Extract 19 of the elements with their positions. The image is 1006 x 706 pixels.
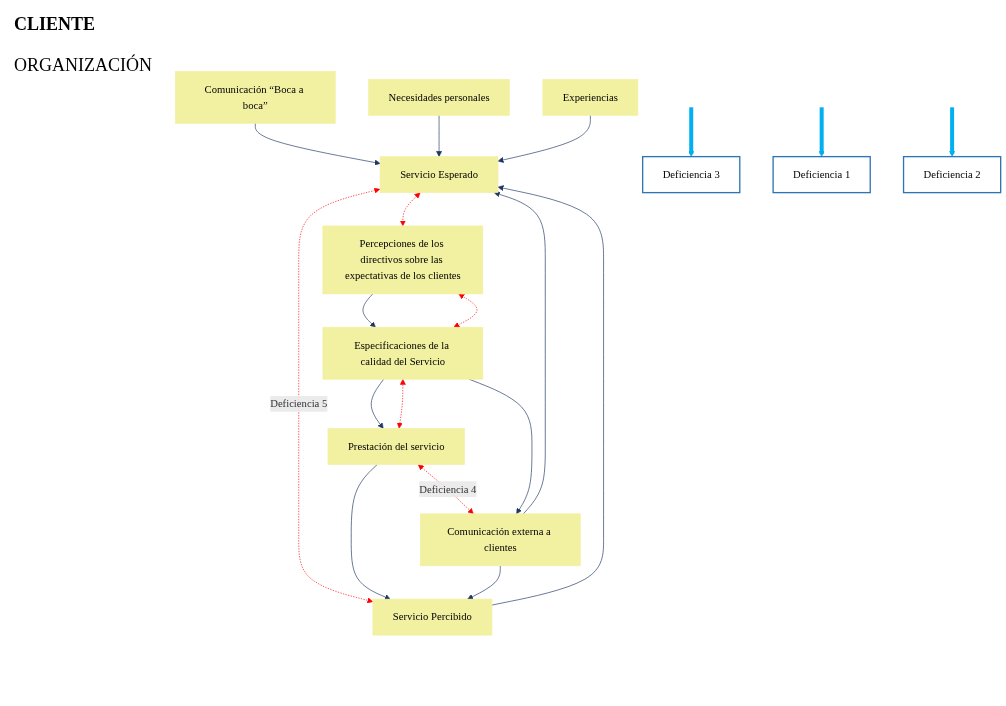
node-box: Experiencias xyxy=(542,78,639,116)
section-label: CLIENTE xyxy=(14,14,97,35)
node-box: Percepciones de los directivos sobre las expectativas de los clientes xyxy=(322,225,484,294)
arrow xyxy=(688,107,695,157)
edge-label: Deficiencia 4 xyxy=(419,482,477,495)
node-box: Especificaciones de la calidad del Servicio xyxy=(322,326,484,380)
node-box: Prestación del servicio xyxy=(327,427,465,465)
node-box: Comunicación “Boca a boca” xyxy=(175,70,336,124)
arrow xyxy=(949,107,956,157)
node-box: Deficiencia 2 xyxy=(902,155,1002,194)
edge-label: Deficiencia 5 xyxy=(270,397,328,409)
section-label: ORGANIZACIÓN xyxy=(14,55,153,76)
arrow xyxy=(818,107,825,157)
node-box: Necesidades personales xyxy=(368,78,510,116)
node-box: Comunicación externa a clientes xyxy=(420,513,581,566)
node-box: Deficiencia 3 xyxy=(642,155,741,194)
node-box: Servicio Esperado xyxy=(379,156,499,193)
node-box: Deficiencia 1 xyxy=(772,155,871,194)
node-box: Servicio Percibido xyxy=(372,598,493,636)
